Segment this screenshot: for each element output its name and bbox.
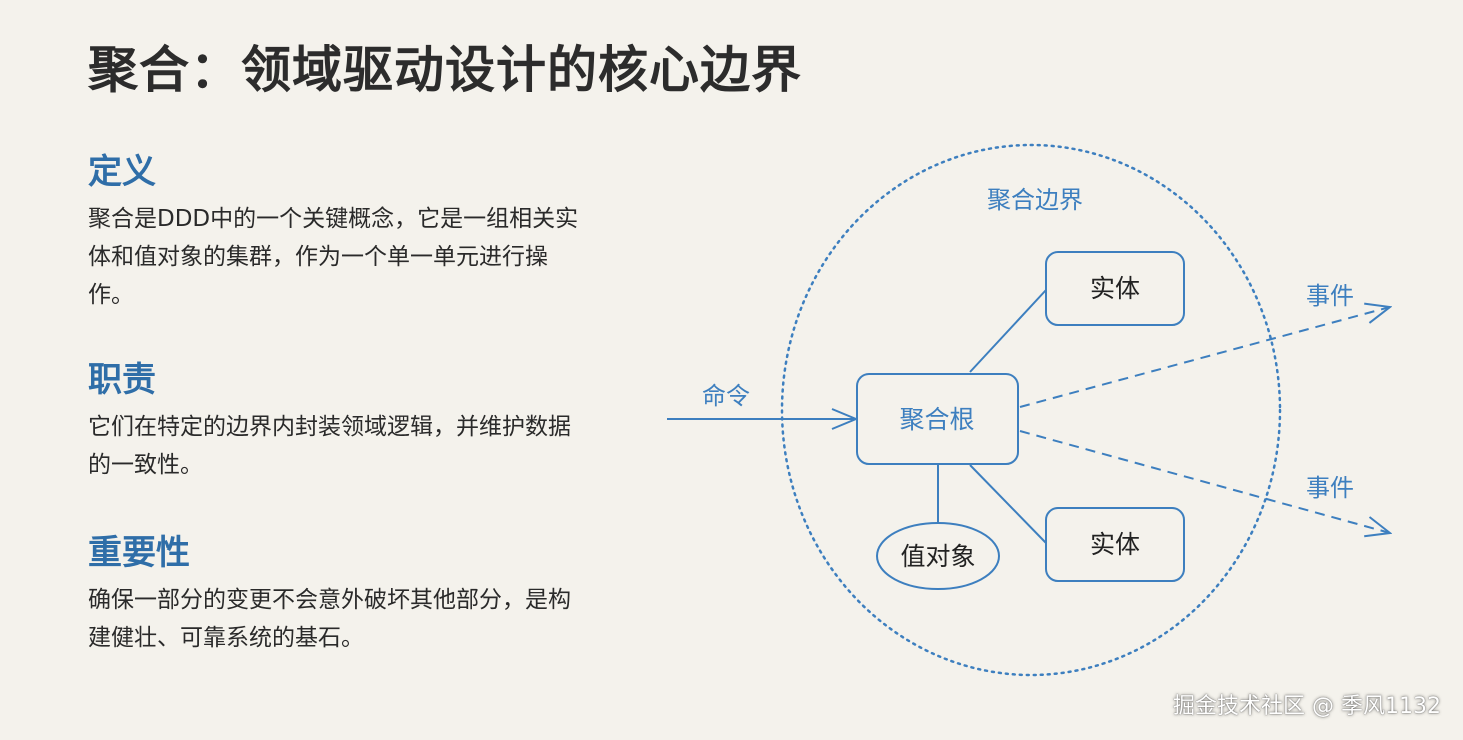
responsibility-section: 职责 它们在特定的边界内封装领域逻辑，并维护数据的一致性。 bbox=[88, 360, 608, 484]
definition-section: 定义 聚合是DDD中的一个关键概念，它是一组相关实体和值对象的集群，作为一个单一… bbox=[88, 152, 608, 314]
value-object-ellipse bbox=[876, 522, 1000, 590]
value-object-label: 值对象 bbox=[900, 542, 975, 571]
aggregate-boundary bbox=[780, 143, 1282, 677]
entity-top-label: 实体 bbox=[1090, 274, 1140, 303]
event-top-label: 事件 bbox=[1306, 282, 1354, 310]
aggregate-root-box bbox=[856, 373, 1019, 465]
event-bottom-label: 事件 bbox=[1306, 474, 1354, 502]
watermark: 掘金技术社区 @ 季风1132 bbox=[1173, 694, 1441, 719]
entity-top-box bbox=[1045, 251, 1185, 326]
importance-heading: 重要性 bbox=[88, 533, 190, 573]
root-to-entity-bottom-line bbox=[969, 464, 1047, 544]
entity-bottom-box bbox=[1045, 507, 1185, 582]
entity-bottom-label: 实体 bbox=[1090, 530, 1140, 559]
aggregate-root-label: 聚合根 bbox=[899, 405, 974, 434]
importance-section: 重要性 确保一部分的变更不会意外破坏其他部分，是构建健壮、可靠系统的基石。 bbox=[88, 533, 608, 657]
definition-heading: 定义 bbox=[88, 152, 156, 192]
importance-body: 确保一部分的变更不会意外破坏其他部分，是构建健壮、可靠系统的基石。 bbox=[88, 587, 571, 651]
page-title: 聚合：领域驱动设计的核心边界 bbox=[88, 41, 802, 99]
definition-body: 聚合是DDD中的一个关键概念，它是一组相关实体和值对象的集群，作为一个单一单元进… bbox=[88, 206, 579, 308]
event-arrow-bottom bbox=[1019, 430, 1390, 533]
root-to-entity-top-line bbox=[969, 289, 1047, 373]
event-arrow-top bbox=[1019, 307, 1390, 408]
command-label: 命令 bbox=[702, 382, 750, 410]
responsibility-body: 它们在特定的边界内封装领域逻辑，并维护数据的一致性。 bbox=[88, 414, 571, 478]
responsibility-heading: 职责 bbox=[88, 360, 156, 400]
boundary-label: 聚合边界 bbox=[987, 186, 1083, 214]
